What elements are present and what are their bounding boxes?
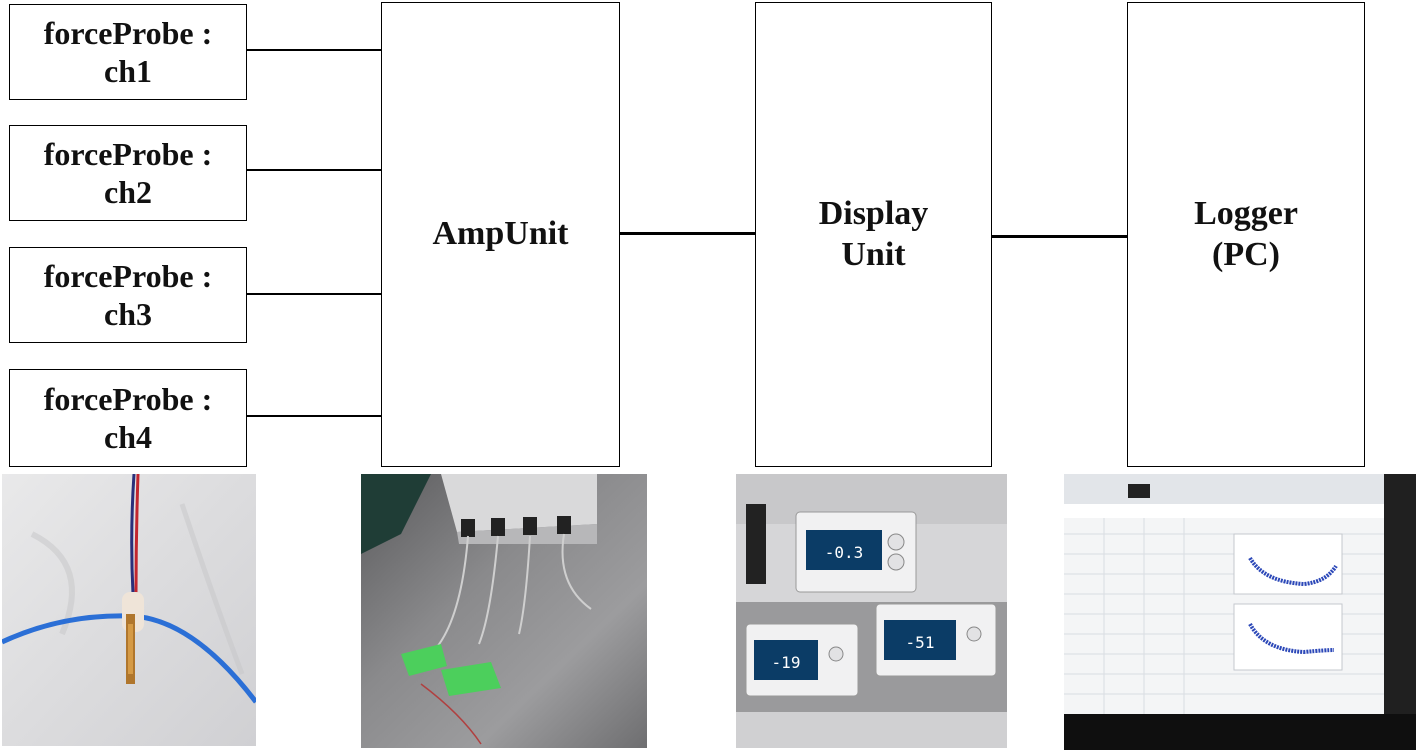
logger-pc-photo bbox=[1064, 474, 1416, 750]
wire-ch4-to-amp bbox=[246, 415, 382, 417]
channel-label: ch3 bbox=[104, 296, 152, 332]
force-probe-photo bbox=[2, 474, 256, 746]
wire-ch1-to-amp bbox=[246, 49, 382, 51]
wire-display-to-logger bbox=[991, 235, 1128, 238]
display-unit-label-line2: Unit bbox=[841, 235, 906, 273]
channel-label: ch1 bbox=[104, 53, 152, 89]
force-probe-label: forceProbe : bbox=[43, 257, 213, 294]
channel-label: ch4 bbox=[104, 419, 152, 455]
logger-box: Logger (PC) bbox=[1127, 2, 1365, 467]
force-probe-label: forceProbe : bbox=[43, 14, 213, 51]
display-reading-left: -19 bbox=[772, 653, 801, 672]
wire-ch3-to-amp bbox=[246, 293, 382, 295]
force-probe-ch3-box: forceProbe : ch3 bbox=[9, 247, 247, 343]
display-unit-photo: -0.3 -19 -51 bbox=[736, 474, 1007, 748]
logger-label-line2: (PC) bbox=[1212, 235, 1280, 273]
force-probe-label: forceProbe : bbox=[43, 380, 213, 417]
channel-label: ch2 bbox=[104, 174, 152, 210]
force-probe-ch1-box: forceProbe : ch1 bbox=[9, 4, 247, 100]
force-probe-label: forceProbe : bbox=[43, 135, 213, 172]
display-unit-label-line1: Display bbox=[818, 194, 929, 232]
display-reading-top: -0.3 bbox=[825, 543, 864, 562]
amp-unit-label: AmpUnit bbox=[432, 215, 569, 253]
amp-unit-photo bbox=[361, 474, 647, 748]
display-reading-right: -51 bbox=[906, 633, 935, 652]
logger-label-line1: Logger bbox=[1194, 194, 1298, 232]
wire-ch2-to-amp bbox=[246, 169, 382, 171]
amp-unit-box: AmpUnit bbox=[381, 2, 620, 467]
wire-amp-to-display bbox=[619, 232, 756, 235]
force-probe-ch4-box: forceProbe : ch4 bbox=[9, 369, 247, 467]
display-unit-box: Display Unit bbox=[755, 2, 992, 467]
force-probe-ch2-box: forceProbe : ch2 bbox=[9, 125, 247, 221]
